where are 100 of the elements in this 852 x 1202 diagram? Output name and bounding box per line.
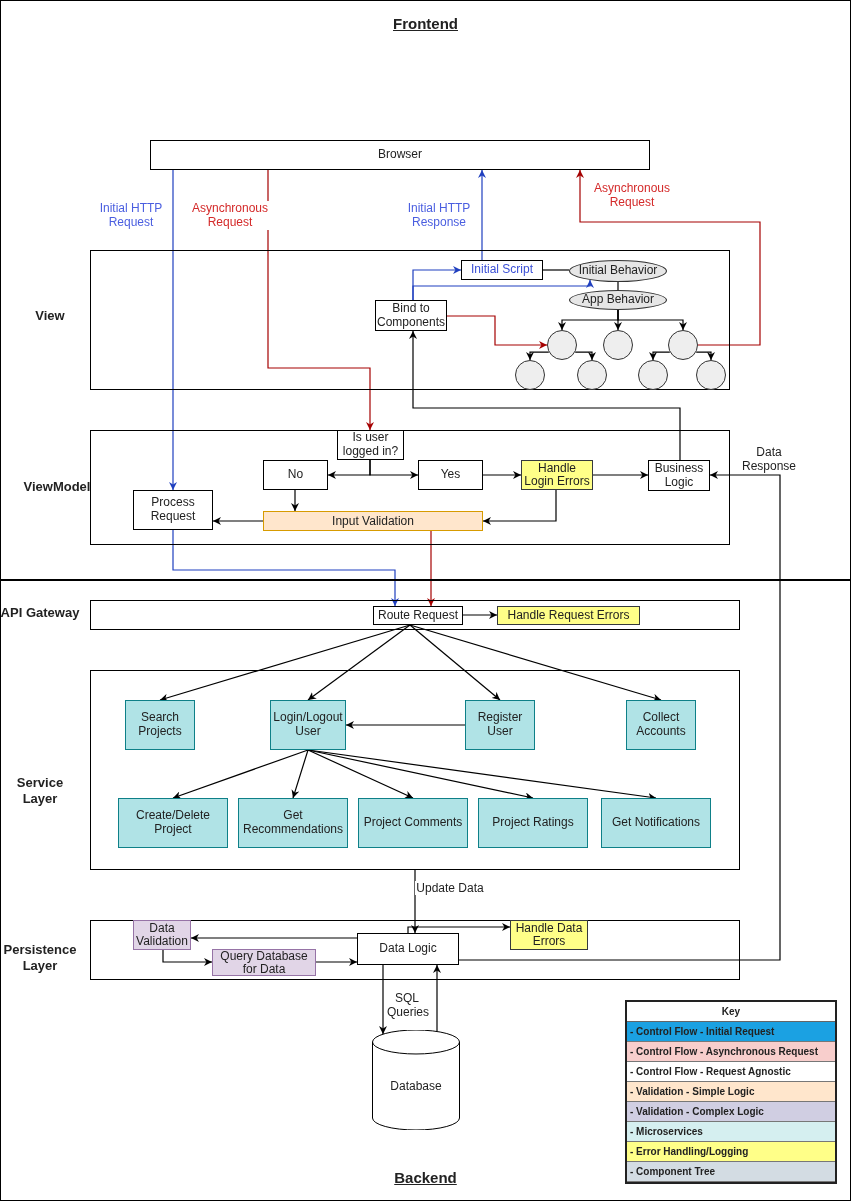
arrow <box>409 624 501 701</box>
legend-label: - Validation - Complex Logic <box>630 1106 764 1117</box>
arrow <box>458 471 781 961</box>
connector-line <box>542 269 570 271</box>
layer-label: API Gateway <box>0 605 80 621</box>
node-label: Query Database for Data <box>219 949 309 976</box>
arrow <box>592 471 649 479</box>
arrow <box>407 923 511 934</box>
arrow <box>446 315 548 349</box>
browser-box <box>150 140 650 170</box>
layer-box <box>90 670 740 870</box>
service-box <box>478 798 588 848</box>
node-label: Register User <box>476 711 524 739</box>
arrow <box>411 869 419 934</box>
arrow <box>574 351 596 361</box>
node-label: Login/Logout User <box>272 711 344 739</box>
arrow <box>212 517 264 525</box>
arrow <box>482 471 522 479</box>
arrow <box>172 749 309 800</box>
arrow <box>369 459 419 479</box>
region-heading: Frontend <box>393 15 458 33</box>
legend-label: - Control Flow - Asynchronous Request <box>630 1046 818 1057</box>
node-label: Project Comments <box>363 816 463 830</box>
script-box <box>461 260 543 280</box>
node-label: No <box>287 468 304 482</box>
arrow <box>315 958 358 966</box>
node-label: Browser <box>378 148 422 162</box>
arrow <box>409 624 662 702</box>
legend-label: - Control Flow - Initial Request <box>630 1026 775 1037</box>
node-label: App Behavior <box>581 293 654 307</box>
connector-line <box>617 281 619 291</box>
arrow <box>433 964 441 1033</box>
process-box <box>418 460 483 490</box>
arrow <box>162 949 213 966</box>
edge-label: SQL Queries <box>387 991 427 1020</box>
arrow <box>649 351 671 361</box>
arrow <box>169 169 177 491</box>
component-circle <box>638 360 668 390</box>
component-circle <box>515 360 545 390</box>
edge-label: Data Response <box>739 445 799 474</box>
service-box <box>238 798 348 848</box>
service-box <box>358 798 468 848</box>
service-box <box>626 700 696 750</box>
node-label: Is user logged in? <box>341 431 400 459</box>
process-box <box>263 460 328 490</box>
arrow <box>462 611 498 619</box>
legend-label: - Control Flow - Request Agnostic <box>630 1066 791 1077</box>
validation-box <box>263 511 483 531</box>
arrow <box>159 624 411 702</box>
service-box <box>118 798 228 848</box>
node-label: Route Request <box>377 608 459 623</box>
component-circle <box>603 330 633 360</box>
node-label: Database <box>390 1080 442 1094</box>
legend-label: - Microservices <box>630 1126 703 1137</box>
node-label: Search Projects <box>137 711 183 739</box>
node-label: Initial Script <box>471 263 533 277</box>
arrow <box>267 169 374 431</box>
arrow <box>379 964 387 1035</box>
node-label: Collect Accounts <box>635 711 687 739</box>
node-label: Get Recommendations <box>241 809 345 837</box>
layer-label: View <box>34 308 66 324</box>
arrow <box>345 721 466 729</box>
arrow <box>291 489 299 512</box>
node-label: Data Validation <box>135 922 189 948</box>
node-label: Project Ratings <box>492 816 574 830</box>
node-label: Input Validation <box>332 514 414 528</box>
component-circle <box>668 330 698 360</box>
arrow <box>482 489 557 525</box>
arrow <box>576 169 761 346</box>
region-heading: Backend <box>394 1168 457 1186</box>
arrow <box>617 309 687 331</box>
arrow <box>695 351 715 361</box>
service-box <box>601 798 711 848</box>
edge-label: Update Data <box>415 881 485 896</box>
node-label: Handle Data Errors <box>514 922 584 948</box>
service-box <box>125 700 195 750</box>
process-box <box>133 490 213 530</box>
node-label: Business Logic <box>653 461 705 490</box>
arrow <box>427 530 435 607</box>
service-box <box>465 700 535 750</box>
arrow <box>172 529 399 607</box>
layer-box <box>90 250 730 390</box>
node-label: Handle Request Errors <box>507 609 630 622</box>
legend-label: - Component Tree <box>630 1166 715 1177</box>
node-label: Bind to Components <box>376 301 446 330</box>
layer-box <box>90 920 740 980</box>
node-label: Process Request <box>149 496 197 524</box>
node-label: Get Notifications <box>611 816 700 830</box>
node-label: Data Logic <box>379 942 437 956</box>
database-cylinder <box>372 1030 460 1130</box>
service-box <box>270 700 346 750</box>
layer-label: ViewModel <box>22 479 92 495</box>
layer-box <box>90 600 740 630</box>
node-label: Handle Login Errors <box>523 462 591 488</box>
legend-label: - Validation - Simple Logic <box>630 1086 755 1097</box>
arrow <box>409 330 681 461</box>
component-circle <box>547 330 577 360</box>
arrow <box>526 351 550 361</box>
arrow <box>190 934 358 942</box>
legend-label: - Error Handling/Logging <box>630 1146 749 1157</box>
